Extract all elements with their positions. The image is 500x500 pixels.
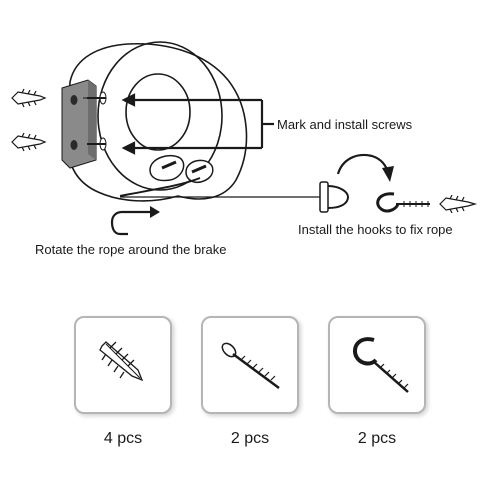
wall-anchor-bottom xyxy=(11,132,47,152)
mounting-bracket xyxy=(61,79,97,169)
rope-brake xyxy=(119,154,214,197)
keyhole-slot-bottom xyxy=(70,140,78,150)
reel-inner-ring xyxy=(125,73,191,151)
part-card-anchor xyxy=(74,316,172,414)
part-count-anchor: 4 pcs xyxy=(103,430,143,447)
keyhole-slot-top xyxy=(70,95,78,105)
screw-icon xyxy=(221,342,280,390)
instruction-rotate-rope: Rotate the rope around the brake xyxy=(35,242,227,257)
part-count-screw: 2 pcs xyxy=(230,430,270,447)
mounting-screw-bottom xyxy=(87,137,107,151)
reel-housing xyxy=(67,41,248,202)
screw-hook-icon xyxy=(353,337,409,393)
part-count-hook: 2 pcs xyxy=(357,430,397,447)
wall-anchor-icon xyxy=(99,341,144,382)
install-hook-arrow xyxy=(336,153,394,182)
instruction-mark-screws: Mark and install screws xyxy=(277,117,413,132)
rope-end-hook xyxy=(319,181,350,213)
screw-hook xyxy=(376,192,430,213)
reel-outer-ring xyxy=(97,41,223,191)
part-card-screw xyxy=(201,316,299,414)
instruction-install-hooks: Install the hooks to fix rope xyxy=(298,222,453,237)
screw-pointer-arrows xyxy=(121,93,274,155)
wall-anchor-top xyxy=(11,88,47,108)
right-wall-anchor xyxy=(439,194,478,214)
part-card-hook xyxy=(328,316,426,414)
mounting-screw-top xyxy=(83,91,107,105)
rotate-direction-arrow xyxy=(110,206,160,236)
